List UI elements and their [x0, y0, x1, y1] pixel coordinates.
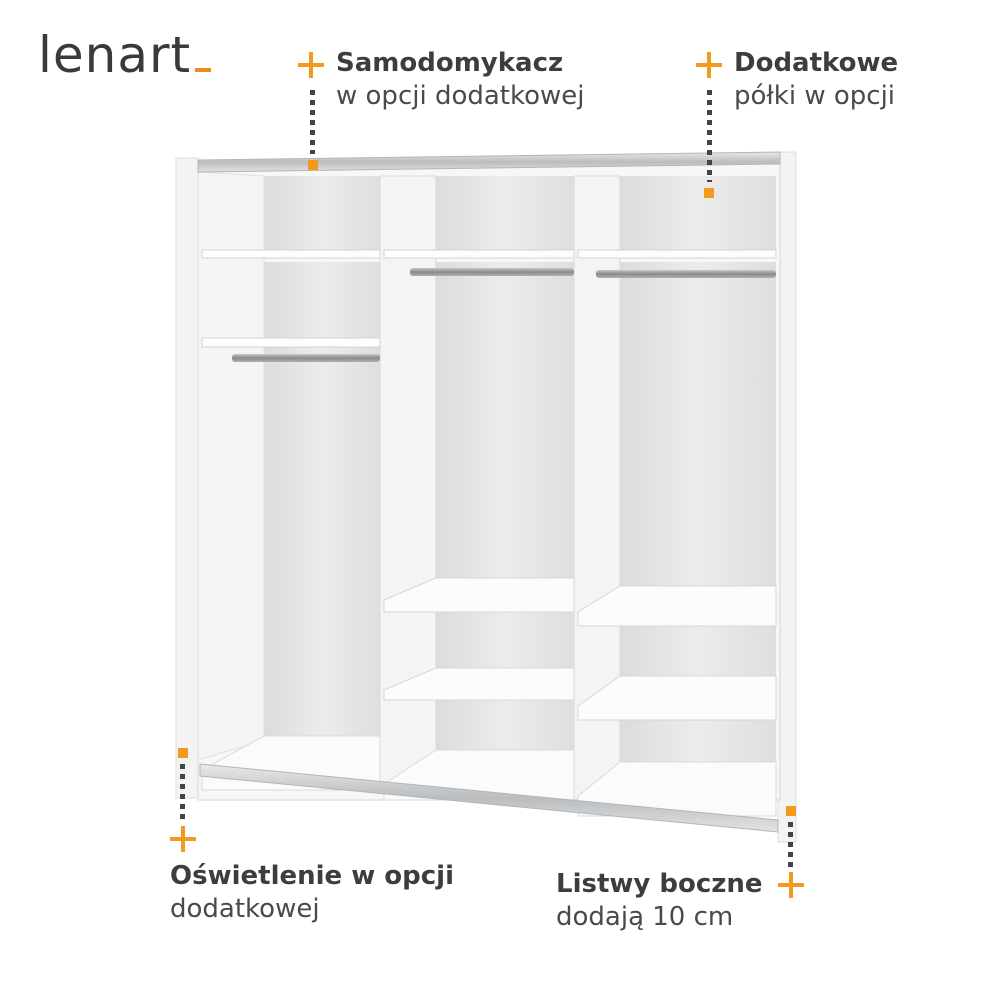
callout-closer: Samodomykacz w opcji dodatkowej [336, 47, 585, 112]
callout-subtitle: półki w opcji [734, 80, 896, 111]
back-left-top [264, 176, 380, 254]
left-inner-side [197, 171, 265, 761]
leader-line [180, 764, 185, 820]
callout-subtitle: w opcji dodatkowej [336, 80, 585, 111]
callout-side-strips: Listwy boczne dodają 10 cm [556, 868, 763, 933]
back-mid-low1 [436, 612, 574, 668]
plus-icon [778, 872, 804, 898]
callout-title: Listwy boczne [556, 869, 763, 899]
back-right-top [620, 176, 776, 252]
rod-mid [410, 268, 574, 276]
shelf-mid-1 [383, 577, 575, 613]
shelf-left-2 [201, 337, 381, 348]
callout-subtitle: dodatkowej [170, 893, 320, 924]
left-side-strip [175, 157, 199, 799]
logo-underscore [195, 68, 212, 72]
marker [786, 806, 796, 816]
back-right-low2 [620, 720, 776, 762]
logo-text: lenart [38, 26, 192, 84]
callout-subtitle: dodają 10 cm [556, 901, 734, 932]
plus-icon [170, 826, 196, 852]
shelf-right-1 [577, 585, 777, 627]
top-rail [197, 151, 781, 173]
callout-lighting: Oświetlenie w opcji dodatkowej [170, 860, 454, 925]
brand-logo: lenart [38, 30, 212, 80]
shelf-right-top [577, 249, 777, 259]
back-left [264, 262, 380, 736]
callout-shelves: Dodatkowe półki w opcji [734, 47, 898, 112]
rod-right [596, 270, 776, 278]
leader-line [707, 90, 712, 182]
callout-title: Oświetlenie w opcji [170, 861, 455, 891]
leader-line [310, 90, 315, 154]
shelf-right-2 [577, 675, 777, 721]
right-side-strip [777, 151, 797, 843]
leader-line [788, 822, 793, 870]
marker [308, 160, 318, 170]
back-right-low1 [620, 626, 776, 676]
shelf-left-top [201, 249, 381, 259]
back-mid-low2 [436, 700, 574, 750]
back-right [620, 262, 776, 586]
plus-icon [696, 52, 722, 78]
shelf-mid-top [383, 249, 575, 259]
bottom-rail [199, 763, 779, 833]
marker [704, 188, 714, 198]
callout-title: Samodomykacz [336, 48, 564, 78]
back-mid [436, 262, 574, 578]
marker [178, 748, 188, 758]
back-mid-top [436, 176, 574, 252]
shelf-mid-2 [383, 667, 575, 701]
rod-left [232, 354, 380, 362]
callout-title: Dodatkowe [734, 48, 899, 78]
plus-icon [298, 52, 324, 78]
